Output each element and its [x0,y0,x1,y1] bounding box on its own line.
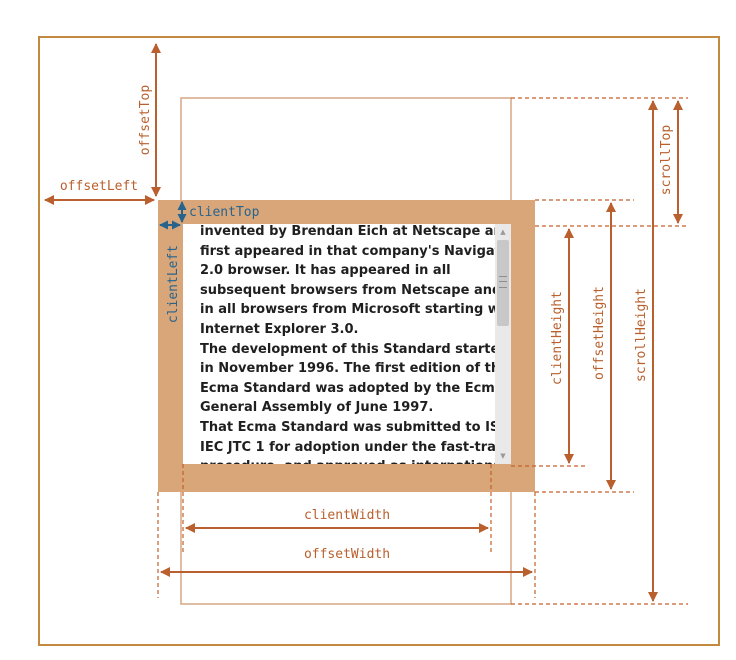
measure-arrows [44,43,683,602]
offset-top-label: offsetTop [138,85,153,156]
offset-width-label: offsetWidth [304,547,390,562]
offset-left-label: offsetLeft [60,179,138,194]
client-width-label: clientWidth [304,508,390,523]
vertical-scrollbar[interactable]: ▲ ▼ [495,224,511,464]
content-line: 2.0 browser. It has appeared in all [200,263,451,279]
content-line: General Assembly of June 1997. [200,400,434,416]
outer-frame [38,36,720,646]
scroll-height-label: scrollHeight [634,288,649,382]
content-line: IEC JTC 1 for adoption under the fast-tr… [200,439,495,455]
content-line: first appeared in that company's Navigat… [200,243,495,259]
content-line: invented by Brendan Eich at Netscape and [200,224,495,239]
scroll-down-arrow-icon[interactable]: ▼ [500,452,506,460]
content-line: That Ecma Standard was submitted to ISO/ [200,419,495,435]
content-line: The development of this Standard started [200,341,495,357]
client-height-label: clientHeight [550,291,565,385]
grip-lines-icon [499,276,507,288]
client-content-area[interactable]: invented by Brendan Eich at Netscape and… [183,224,495,464]
client-border-arrows [159,201,187,230]
content-line: in November 1996. The first edition of t… [200,361,495,377]
client-top-label: clientTop [189,205,260,220]
content-line: procedure, and approved as international [200,457,495,464]
content-line: in all browsers from Microsoft starting … [200,302,495,318]
content-line: subsequent browsers from Netscape and [200,282,495,298]
scroll-top-label: scrollTop [659,125,674,196]
scroll-thumb[interactable] [497,240,509,326]
content-line: Internet Explorer 3.0. [200,321,359,337]
client-left-label: clientLeft [166,245,181,323]
dashed-guides [157,97,688,605]
offset-height-label: offsetHeight [592,286,607,380]
content-line: Ecma Standard was adopted by the Ecma [200,380,495,396]
content-text: invented by Brendan Eich at Netscape and… [200,224,495,464]
scroll-up-arrow-icon[interactable]: ▲ [500,228,506,236]
